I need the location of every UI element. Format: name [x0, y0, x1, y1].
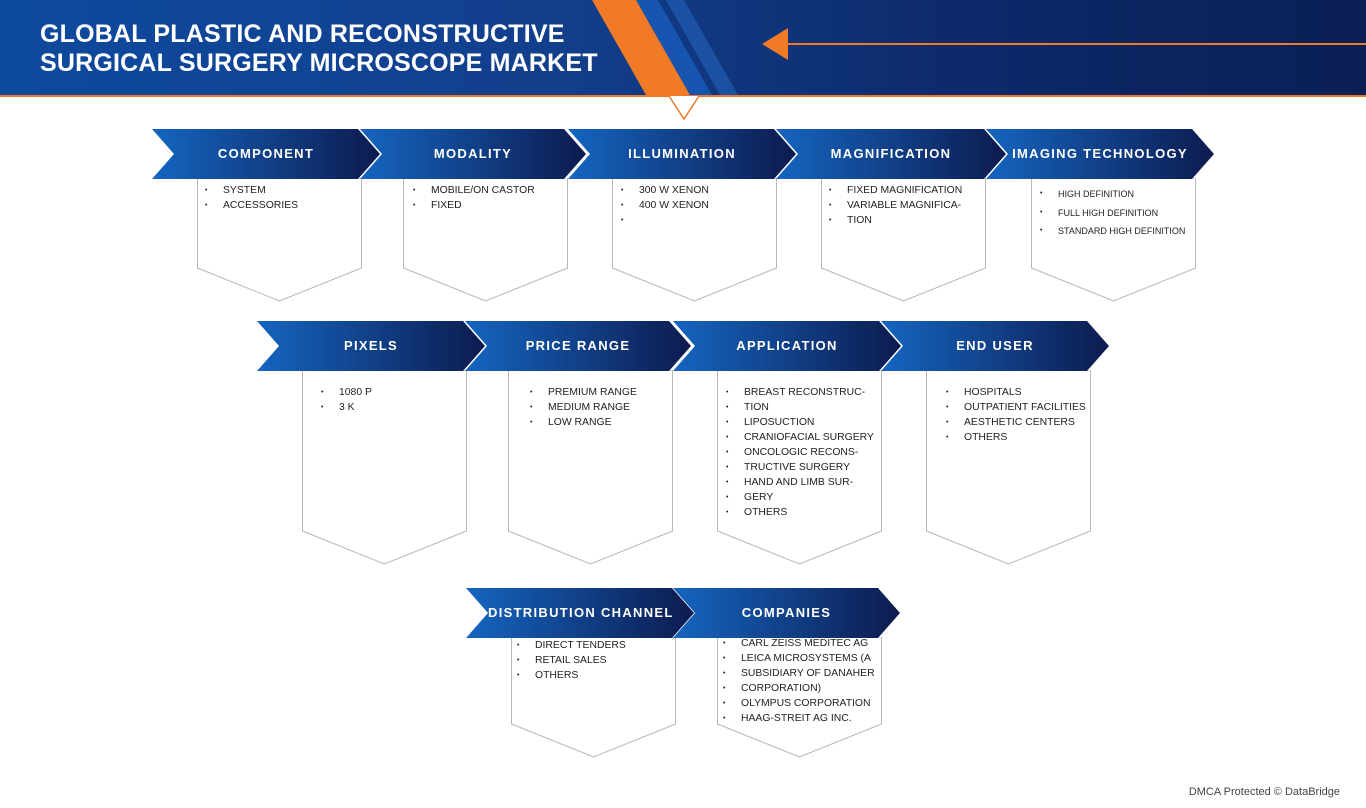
chevron-arrow-shape	[986, 129, 1214, 179]
segment-header-application: APPLICATION	[673, 321, 901, 371]
orange-stripe	[592, 0, 690, 95]
chevron-arrow-shape	[257, 321, 485, 371]
segment-items-imaging-technology: HIGH DEFINITIONFULL HIGH DEFINITIONSTAND…	[1040, 185, 1185, 241]
segment-header-illumination: ILLUMINATION	[568, 129, 796, 179]
list-item: LEICA MICROSYSTEMS (A	[723, 651, 875, 666]
list-item: ACCESSORIES	[205, 198, 298, 213]
list-item: STANDARD HIGH DEFINITION	[1040, 222, 1185, 241]
page-title: GLOBAL PLASTIC AND RECONSTRUCTIVE SURGIC…	[40, 20, 598, 78]
segment-items-application: BREAST RECONSTRUC-TIONLIPOSUCTIONCRANIOF…	[726, 385, 874, 520]
segment-items-illumination: 300 W XENON400 W XENON	[621, 183, 709, 228]
segment-items-magnification: FIXED MAGNIFICATIONVARIABLE MAGNIFICA-TI…	[829, 183, 962, 228]
segment-header-label: MAGNIFICATION	[830, 146, 952, 161]
down-caret-icon	[668, 96, 700, 121]
segment-header-companies: COMPANIES	[673, 588, 900, 638]
list-item: MEDIUM RANGE	[530, 400, 637, 415]
blue-stripe-thin	[666, 0, 738, 95]
list-item: MOBILE/ON CASTOR	[413, 183, 535, 198]
segment-header-imaging-technology: IMAGING TECHNOLOGY	[986, 129, 1214, 179]
list-item: LOW RANGE	[530, 415, 637, 430]
list-item: SUBSIDIARY OF DANAHER	[723, 666, 875, 681]
list-item: ONCOLOGIC RECONS-	[726, 445, 874, 460]
box-outline	[302, 370, 467, 565]
list-item: OTHERS	[726, 505, 874, 520]
chevron-arrow-shape	[152, 129, 380, 179]
segment-items-companies: CARL ZEISS MEDITEC AGLEICA MICROSYSTEMS …	[723, 636, 875, 726]
list-item: HAAG-STREIT AG INC.	[723, 711, 875, 726]
list-item: 400 W XENON	[621, 198, 709, 213]
banner-decoration	[592, 0, 1366, 95]
list-item: SYSTEM	[205, 183, 298, 198]
segment-header-label: PRICE RANGE	[525, 338, 631, 353]
chevron-arrow-shape	[673, 321, 901, 371]
segment-header-label: COMPONENT	[217, 146, 315, 161]
segment-header-modality: MODALITY	[360, 129, 586, 179]
list-item: CRANIOFACIAL SURGERY	[726, 430, 874, 445]
blue-stripe	[636, 0, 712, 95]
segment-header-magnification: MAGNIFICATION	[776, 129, 1006, 179]
list-item: CORPORATION)	[723, 681, 875, 696]
arrow-line	[788, 43, 1366, 45]
list-item: FIXED MAGNIFICATION	[829, 183, 962, 198]
list-item: DIRECT TENDERS	[517, 638, 626, 653]
list-item: 1080 P	[321, 385, 372, 400]
title-line-2: SURGICAL SURGERY MICROSCOPE MARKET	[40, 49, 598, 77]
list-item: LIPOSUCTION	[726, 415, 874, 430]
segment-items-price-range: PREMIUM RANGEMEDIUM RANGELOW RANGE	[530, 385, 637, 430]
list-item: FULL HIGH DEFINITION	[1040, 204, 1185, 223]
list-item: PREMIUM RANGE	[530, 385, 637, 400]
segment-header-label: COMPANIES	[741, 605, 832, 620]
list-item: RETAIL SALES	[517, 653, 626, 668]
list-item: OTHERS	[946, 430, 1086, 445]
footer-credit: DMCA Protected © DataBridge	[1188, 786, 1340, 798]
chevron-arrow-shape	[881, 321, 1109, 371]
segment-items-modality: MOBILE/ON CASTORFIXED	[413, 183, 535, 213]
list-item: 300 W XENON	[621, 183, 709, 198]
list-item: CARL ZEISS MEDITEC AG	[723, 636, 875, 651]
list-item: HIGH DEFINITION	[1040, 185, 1185, 204]
left-arrow-icon	[762, 28, 788, 60]
chevron-arrow-shape	[465, 321, 691, 371]
segment-header-pixels: PIXELS	[257, 321, 485, 371]
list-item: BREAST RECONSTRUC-	[726, 385, 874, 400]
segment-header-component: COMPONENT	[152, 129, 380, 179]
segment-header-label: IMAGING TECHNOLOGY	[1012, 146, 1188, 161]
list-item: OLYMPUS CORPORATION	[723, 696, 875, 711]
header-banner: GLOBAL PLASTIC AND RECONSTRUCTIVE SURGIC…	[0, 0, 1366, 95]
chevron-arrow-shape	[776, 129, 1006, 179]
list-item: VARIABLE MAGNIFICA-	[829, 198, 962, 213]
list-item: TION	[829, 213, 962, 228]
list-item: AESTHETIC CENTERS	[946, 415, 1086, 430]
segment-header-label: MODALITY	[433, 146, 513, 161]
chevron-arrow-shape	[360, 129, 586, 179]
list-item: TION	[726, 400, 874, 415]
list-item: FIXED	[413, 198, 535, 213]
segment-header-label: DISTRIBUTION CHANNEL	[488, 605, 674, 620]
list-item: OTHERS	[517, 668, 626, 683]
list-item: 3 K	[321, 400, 372, 415]
list-item: TRUCTIVE SURGERY	[726, 460, 874, 475]
segment-header-label: APPLICATION	[736, 338, 838, 353]
title-line-1: GLOBAL PLASTIC AND RECONSTRUCTIVE	[40, 20, 565, 48]
chevron-arrow-shape	[568, 129, 796, 179]
segment-header-end-user: END USER	[881, 321, 1109, 371]
chevron-arrow-shape	[673, 588, 900, 638]
list-item: HOSPITALS	[946, 385, 1086, 400]
segment-items-pixels: 1080 P3 K	[321, 385, 372, 415]
segment-items-component: SYSTEMACCESSORIES	[205, 183, 298, 213]
segment-header-distribution-channel: DISTRIBUTION CHANNEL	[466, 588, 694, 638]
list-item: HAND AND LIMB SUR-	[726, 475, 874, 490]
segment-header-price-range: PRICE RANGE	[465, 321, 691, 371]
list-item: GERY	[726, 490, 874, 505]
segment-header-label: END USER	[956, 338, 1034, 353]
segment-items-end-user: HOSPITALSOUTPATIENT FACILITIESAESTHETIC …	[946, 385, 1086, 445]
chevron-arrow-shape	[466, 588, 694, 638]
segment-header-label: ILLUMINATION	[628, 146, 736, 161]
list-item: OUTPATIENT FACILITIES	[946, 400, 1086, 415]
segment-box-pixels	[302, 370, 467, 565]
segment-items-distribution-channel: DIRECT TENDERSRETAIL SALESOTHERS	[517, 638, 626, 683]
segment-header-label: PIXELS	[343, 338, 399, 353]
